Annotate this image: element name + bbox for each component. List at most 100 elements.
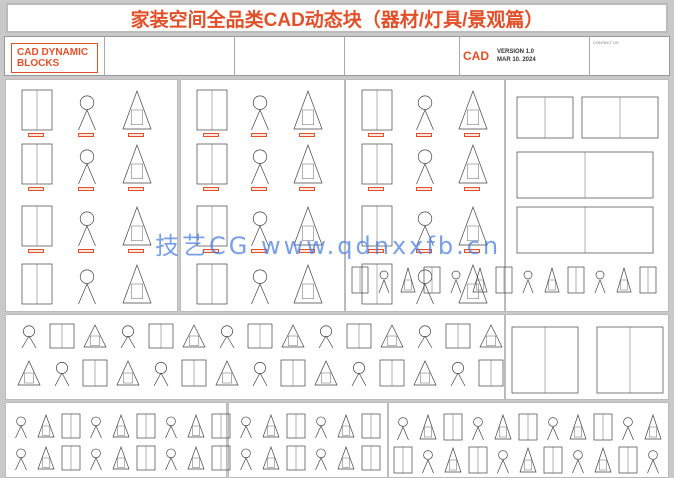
cad-block-icon — [478, 359, 504, 387]
cad-block-icon — [450, 362, 466, 387]
cad-block-icon — [494, 413, 512, 440]
cad-block-icon — [567, 266, 585, 294]
cad-block-icon — [522, 270, 534, 294]
cad-block-icon — [37, 445, 55, 470]
cad-block-icon — [165, 416, 177, 439]
block-label-tag — [416, 187, 432, 191]
cad-block-icon — [444, 446, 462, 473]
cad-block-icon — [21, 143, 53, 185]
cad-block-icon — [393, 446, 413, 474]
cad-block-icon — [543, 446, 563, 474]
block-label-tag — [464, 249, 480, 253]
cad-block-icon — [293, 263, 323, 304]
cad-block-icon — [262, 445, 280, 470]
cad-block-icon — [196, 89, 228, 131]
cad-block-icon — [443, 413, 463, 441]
cad-block-icon — [458, 205, 488, 246]
block-label-tag — [203, 187, 219, 191]
cad-block-icon — [416, 95, 434, 131]
cad-block-icon — [181, 359, 207, 387]
block-label-tag — [28, 187, 44, 191]
cad-block-icon — [315, 448, 327, 471]
block-label-tag — [78, 249, 94, 253]
cad-block-icon — [337, 413, 355, 438]
block-panel — [5, 402, 227, 478]
cad-block-icon — [122, 263, 152, 304]
cad-block-icon — [90, 416, 102, 439]
cad-block-icon — [416, 211, 434, 247]
cad-block-icon — [196, 263, 228, 305]
cad-block-icon — [479, 324, 503, 348]
cad-block-icon — [148, 323, 174, 349]
cad-block-icon — [361, 143, 393, 185]
cad-block-icon — [351, 266, 369, 294]
cad-block-icon — [468, 446, 488, 474]
cad-block-icon — [346, 323, 372, 349]
cad-block-icon — [594, 270, 606, 294]
cad-block-icon — [495, 266, 513, 294]
cad-block-icon — [593, 413, 613, 441]
cad-block-icon — [594, 446, 612, 473]
cad-block-icon — [165, 448, 177, 471]
cad-block-icon — [361, 205, 393, 247]
block-panel — [5, 79, 178, 312]
cad-block-icon — [547, 417, 559, 441]
cad-block-icon — [61, 413, 81, 439]
block-label-tag — [251, 249, 267, 253]
cad-block-icon — [280, 359, 306, 387]
cad-block-icon — [361, 263, 393, 305]
cad-block-icon — [293, 143, 323, 184]
cad-block-icon — [122, 143, 152, 184]
cad-block-icon — [17, 360, 41, 386]
block-panel — [228, 402, 388, 478]
description-text — [235, 37, 345, 75]
cad-block-icon — [211, 413, 231, 439]
cad-block-icon — [82, 359, 108, 387]
cad-block-icon — [281, 324, 305, 348]
cad-block-icon — [416, 149, 434, 185]
cad-block-icon — [458, 263, 488, 304]
block-label-tag — [28, 249, 44, 253]
cad-block-icon — [516, 206, 654, 254]
cad-block-icon — [569, 413, 587, 440]
cad-block-icon — [445, 323, 471, 349]
cad-block-icon — [647, 450, 659, 474]
cad-block-icon — [251, 269, 269, 305]
cad-block-icon — [112, 413, 130, 438]
cad-block-icon — [61, 445, 81, 471]
cad-block-icon — [37, 413, 55, 438]
block-label-tag — [128, 187, 144, 191]
block-label-tag — [203, 133, 219, 137]
cad-block-icon — [251, 149, 269, 185]
cad-block-icon — [511, 326, 579, 394]
block-label-tag — [203, 249, 219, 253]
cad-block-icon — [616, 266, 632, 293]
cad-block-icon — [54, 362, 70, 387]
cad-block-icon — [187, 413, 205, 438]
cad-block-icon — [618, 446, 638, 474]
cad-block-icon — [314, 360, 338, 386]
block-label-tag — [464, 187, 480, 191]
block-label-tag — [299, 249, 315, 253]
watermark: 技艺CG www.qdnxxfb.cn — [155, 232, 502, 260]
cad-block-icon — [639, 266, 657, 294]
cad-block-icon — [378, 270, 390, 294]
block-label-tag — [299, 133, 315, 137]
cad-block-icon — [286, 445, 306, 471]
cad-block-icon — [622, 417, 634, 441]
block-label-tag — [368, 187, 384, 191]
cad-dynamic-blocks-logo: CAD DYNAMIC BLOCKS — [11, 43, 98, 73]
cad-block-icon — [361, 89, 393, 131]
cad-block-icon — [252, 362, 268, 387]
block-label-tag — [128, 249, 144, 253]
block-panel — [180, 79, 345, 312]
cad-block-icon — [472, 417, 484, 441]
cad-block-icon — [417, 325, 433, 349]
cad-block-icon — [413, 360, 437, 386]
block-label-tag — [416, 249, 432, 253]
cad-block-icon — [120, 325, 136, 349]
cad-block-icon — [78, 211, 96, 247]
cad-block-icon — [450, 270, 462, 294]
cad-block-icon — [49, 323, 75, 349]
